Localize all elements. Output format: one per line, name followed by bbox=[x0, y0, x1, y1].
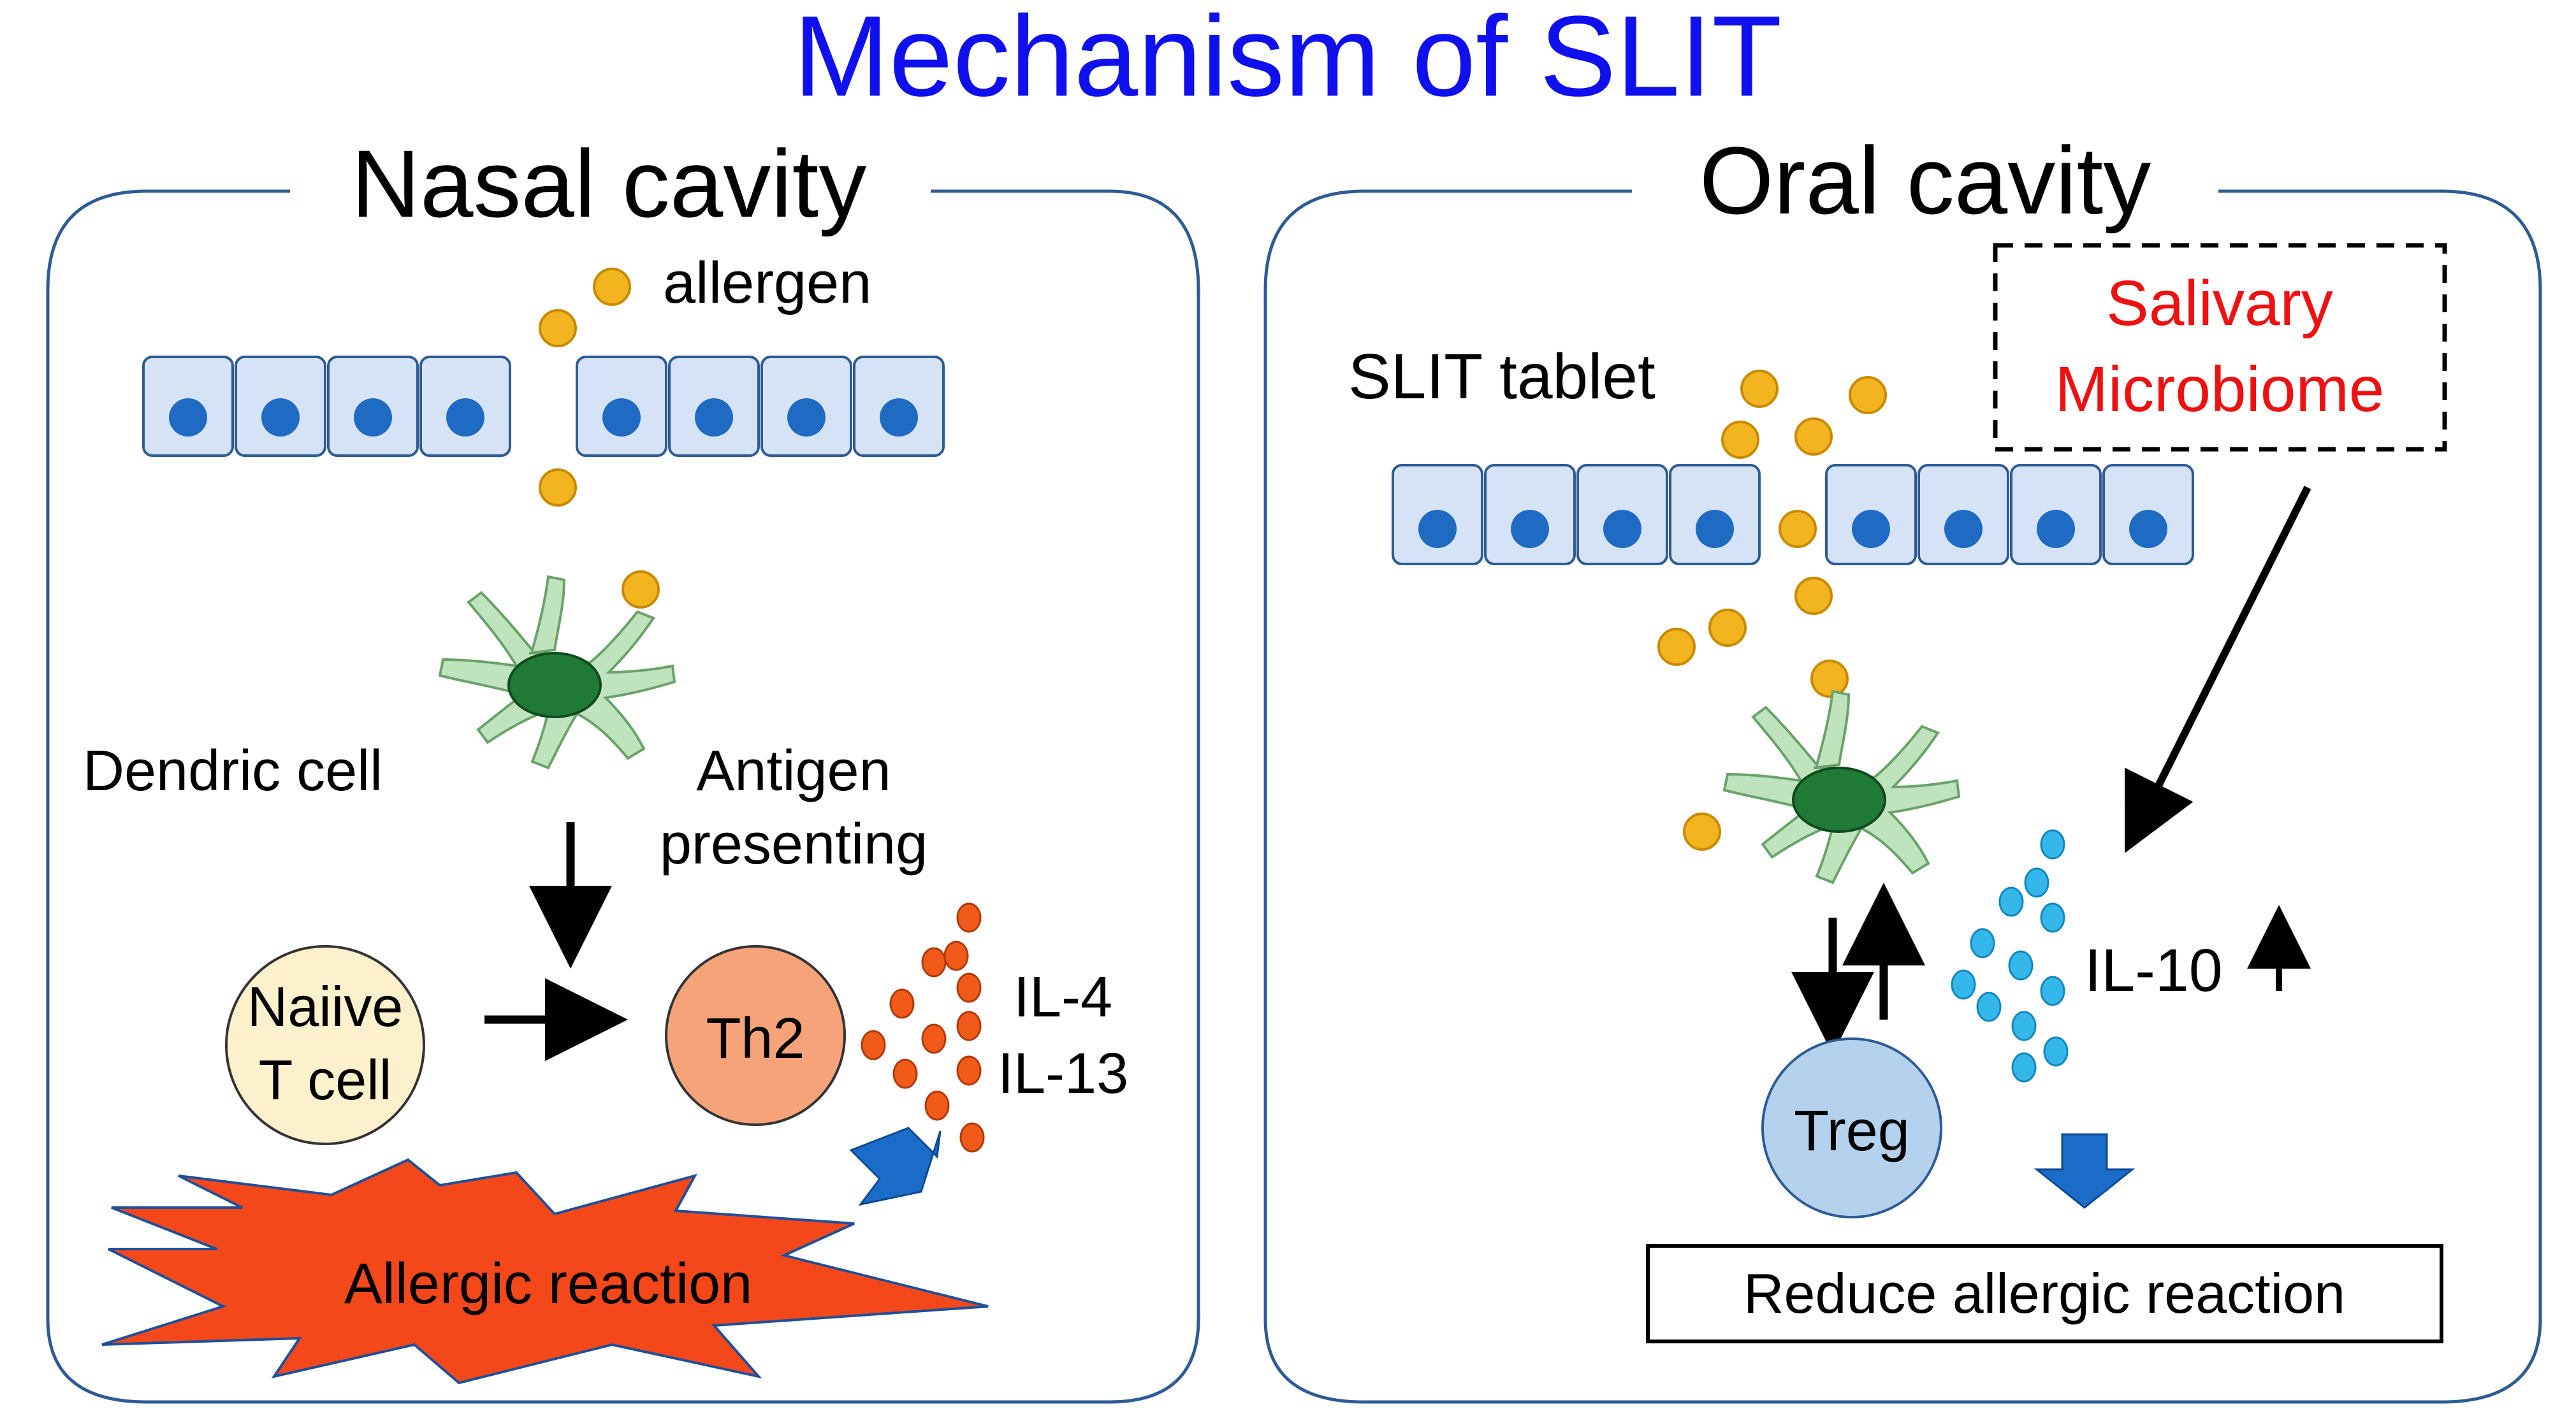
antigen-label-line2: presenting bbox=[660, 813, 928, 876]
salivary-microbiome-box: Salivary Microbiome bbox=[1993, 243, 2447, 452]
th2-label: Th2 bbox=[706, 1007, 804, 1071]
allergen-label: allergen bbox=[663, 250, 871, 315]
naive-t-cell-line1: Naiive bbox=[247, 975, 404, 1038]
diagram-title: Mechanism of SLIT bbox=[794, 0, 1782, 120]
il13-label: IL-13 bbox=[998, 1042, 1128, 1106]
treg-cell: Treg bbox=[1761, 1037, 1942, 1218]
oral-allergen-particles bbox=[1657, 370, 1887, 851]
microbiome-line2: Microbiome bbox=[2055, 354, 2385, 425]
oral-heading: Oral cavity bbox=[1699, 127, 2151, 234]
naive-t-cell: Naiive T cell bbox=[225, 945, 425, 1145]
reduce-reaction-box: Reduce allergic reaction bbox=[1646, 1244, 2443, 1343]
oral-dendritic-cell bbox=[1723, 690, 1960, 884]
treg-label: Treg bbox=[1794, 1099, 1910, 1163]
oral-epithelium-right bbox=[1825, 464, 2194, 565]
nasal-allergen-particles bbox=[539, 268, 660, 609]
nasal-block-arrow bbox=[849, 1127, 942, 1206]
allergic-reaction-label: Allergic reaction bbox=[344, 1252, 752, 1316]
il4-il13-dots bbox=[861, 902, 985, 1153]
oral-panel-frame bbox=[1263, 189, 2542, 1404]
reduce-reaction-label: Reduce allergic reaction bbox=[1743, 1262, 2345, 1325]
microbiome-line1: Salivary bbox=[2106, 268, 2333, 339]
antigen-label-line1: Antigen bbox=[696, 739, 891, 803]
nasal-epithelium-right bbox=[576, 356, 945, 457]
oral-epithelium-left bbox=[1392, 464, 1761, 565]
nasal-heading: Nasal cavity bbox=[351, 130, 867, 237]
il10-dots bbox=[1951, 829, 2069, 1083]
nasal-panel-frame bbox=[46, 189, 1200, 1404]
nasal-panel: Nasal cavity bbox=[46, 130, 1200, 1404]
slit-tablet-label: SLIT tablet bbox=[1348, 341, 1655, 412]
th2-cell: Th2 bbox=[665, 945, 846, 1126]
il4-label: IL-4 bbox=[1014, 965, 1112, 1029]
naive-t-cell-line2: T cell bbox=[259, 1048, 392, 1111]
allergic-reaction-burst: Allergic reaction bbox=[101, 1158, 989, 1385]
dendritic-cell-label: Dendric cell bbox=[83, 739, 382, 803]
oral-block-arrow bbox=[2034, 1133, 2136, 1209]
nasal-epithelium-left bbox=[142, 356, 511, 457]
oral-panel: Oral cavity Salivary Microbiome SLIT tab… bbox=[1263, 127, 2542, 1404]
microbiome-arrow bbox=[2125, 486, 2311, 853]
il10-label: IL-10 bbox=[2085, 937, 2223, 1004]
